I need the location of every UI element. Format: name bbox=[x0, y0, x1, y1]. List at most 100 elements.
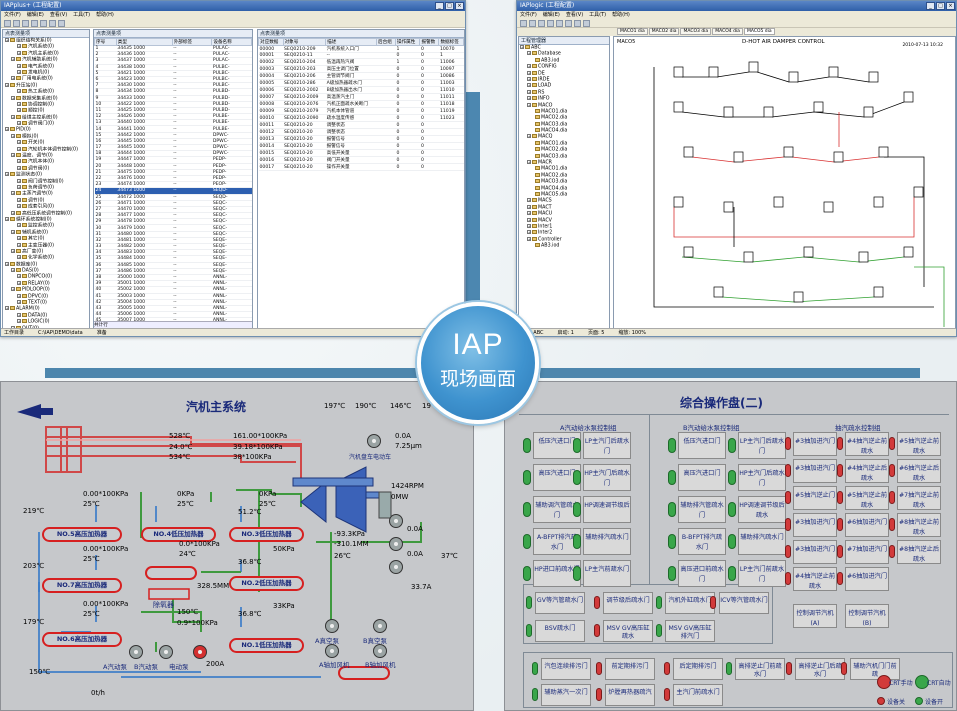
control-button[interactable]: 高排逆止门后疏水门 bbox=[795, 658, 845, 680]
tree-item[interactable]: +其它(0) bbox=[3, 236, 89, 242]
tree-item[interactable]: +主蒸汽调节(0) bbox=[3, 191, 89, 197]
control-button[interactable]: B-BFPT排汽疏水门 bbox=[678, 528, 726, 555]
column-header[interactable]: 数据标签 bbox=[438, 38, 464, 46]
expand-icon[interactable]: + bbox=[527, 89, 531, 94]
control-button[interactable]: MSV GV高压缸疏水 bbox=[603, 620, 653, 642]
tree-item[interactable]: +发电机(0) bbox=[3, 69, 89, 76]
expand-icon[interactable]: + bbox=[11, 114, 15, 119]
tree-item[interactable]: +厂用电系统(0) bbox=[3, 76, 89, 82]
control-button[interactable]: 高压进口前疏水门 bbox=[678, 560, 726, 587]
minimize-icon[interactable]: _ bbox=[926, 2, 935, 10]
control-button[interactable]: #4抽汽逆止前疏水 bbox=[845, 432, 889, 456]
expand-icon[interactable]: + bbox=[11, 210, 15, 215]
control-button[interactable]: LP主汽门后疏水门 bbox=[583, 432, 631, 459]
expand-icon[interactable]: + bbox=[5, 216, 9, 221]
control-button[interactable]: #8抽汽逆止前疏水 bbox=[897, 513, 941, 537]
control-button[interactable]: LP主汽前疏水门 bbox=[583, 560, 631, 587]
menu-item[interactable]: 文件(F) bbox=[520, 12, 537, 18]
maximize-icon[interactable]: □ bbox=[936, 2, 945, 10]
expand-icon[interactable]: + bbox=[527, 96, 531, 101]
tree-item[interactable]: +MACQ bbox=[519, 134, 609, 140]
tree-item[interactable]: +DATA(0) bbox=[3, 312, 89, 319]
tree-item[interactable]: +化学系统(0) bbox=[3, 255, 89, 261]
control-button[interactable]: 辅助蒸汽一次门 bbox=[541, 684, 591, 706]
control-button[interactable]: #7抽加进汽门 bbox=[845, 540, 889, 564]
column-header[interactable]: 对象号 bbox=[282, 38, 327, 46]
expand-icon[interactable]: + bbox=[527, 160, 531, 165]
expand-icon[interactable]: + bbox=[527, 217, 531, 222]
tree-item[interactable]: +MACV bbox=[519, 217, 609, 224]
control-button[interactable]: ICV等汽管疏水门 bbox=[719, 592, 769, 614]
expand-icon[interactable]: + bbox=[5, 306, 9, 311]
heater-no2[interactable]: NO.2低压加热器 bbox=[229, 576, 304, 591]
control-button[interactable]: 汽包连续排污门 bbox=[541, 658, 591, 680]
grid-icon[interactable] bbox=[574, 20, 581, 27]
control-button[interactable]: #3抽加进汽门 bbox=[793, 513, 837, 537]
tree-item[interactable]: +IRDE bbox=[519, 76, 609, 83]
tree-item[interactable]: MACO4.dia bbox=[519, 185, 609, 192]
tree-item[interactable]: MACO2.dia bbox=[519, 147, 609, 153]
expand-icon[interactable]: + bbox=[17, 242, 21, 247]
menu-item[interactable]: 查看(V) bbox=[49, 12, 68, 18]
open-icon[interactable] bbox=[529, 20, 536, 27]
vacuum-pump-b-icon[interactable] bbox=[373, 619, 387, 633]
tree-item[interactable]: MACO3.dia bbox=[519, 121, 609, 128]
pump-b-icon[interactable] bbox=[159, 645, 173, 659]
control-button[interactable]: GV等汽管疏水门 bbox=[535, 592, 585, 614]
expand-icon[interactable]: + bbox=[17, 140, 21, 145]
expand-icon[interactable]: + bbox=[527, 223, 531, 228]
expand-icon[interactable]: + bbox=[527, 204, 531, 209]
expand-icon[interactable]: + bbox=[17, 312, 21, 317]
expand-icon[interactable]: + bbox=[11, 325, 15, 328]
column-header[interactable]: 描述 bbox=[325, 38, 378, 46]
copy-icon[interactable] bbox=[40, 20, 47, 27]
tree-item[interactable]: +汽机主系统(0) bbox=[3, 50, 89, 57]
tree-item[interactable]: +给煤主控系统(0) bbox=[3, 114, 89, 121]
tree-item[interactable]: +Inter2 bbox=[519, 230, 609, 236]
control-button[interactable]: #7抽汽逆止前疏水 bbox=[897, 486, 941, 510]
heater-no1[interactable]: NO.1低压加热器 bbox=[229, 638, 304, 653]
expand-icon[interactable]: + bbox=[17, 280, 21, 285]
menu-item[interactable]: 工具(T) bbox=[73, 12, 91, 18]
heater-no6[interactable]: NO.6高压加热器 bbox=[42, 632, 122, 647]
expand-icon[interactable]: + bbox=[17, 255, 21, 260]
menu-item[interactable]: 帮助(H) bbox=[96, 12, 114, 18]
tree-item[interactable]: +辅机系统(0) bbox=[3, 229, 89, 236]
expand-icon[interactable]: + bbox=[527, 51, 531, 56]
expand-icon[interactable]: + bbox=[17, 146, 21, 151]
control-button[interactable]: #3抽加进汽门 bbox=[793, 459, 837, 483]
control-button[interactable]: #5抽汽逆止前疏水 bbox=[845, 486, 889, 510]
tree-item[interactable]: +阀门调节控制(0) bbox=[3, 178, 89, 185]
tree-item[interactable]: MACO1.dia bbox=[519, 108, 609, 115]
tree-item[interactable]: +Database bbox=[519, 51, 609, 57]
expand-icon[interactable]: + bbox=[17, 108, 21, 113]
control-button[interactable]: #8抽汽逆止后疏水 bbox=[897, 540, 941, 564]
tree-item[interactable]: +调节(0) bbox=[3, 197, 89, 204]
logic-canvas[interactable]: MACO5 D-HOT AIR DAMPER CONTROL 2010-07-1… bbox=[613, 36, 956, 329]
expand-icon[interactable]: + bbox=[527, 236, 531, 241]
tree-item[interactable]: +PIDLOOP(0) bbox=[3, 287, 89, 293]
control-button[interactable]: #6抽加进汽门 bbox=[845, 513, 889, 537]
tab[interactable]: MACO4 dia bbox=[712, 28, 743, 35]
expand-icon[interactable]: + bbox=[17, 197, 21, 202]
control-button[interactable]: HP调速调节级后 bbox=[583, 496, 631, 523]
paste-icon[interactable] bbox=[49, 20, 56, 27]
tree-item[interactable]: MACO2.dia bbox=[519, 172, 609, 179]
gland-fan-b-icon[interactable] bbox=[373, 644, 387, 658]
new-icon[interactable] bbox=[4, 20, 11, 27]
expand-icon[interactable]: + bbox=[17, 165, 21, 170]
